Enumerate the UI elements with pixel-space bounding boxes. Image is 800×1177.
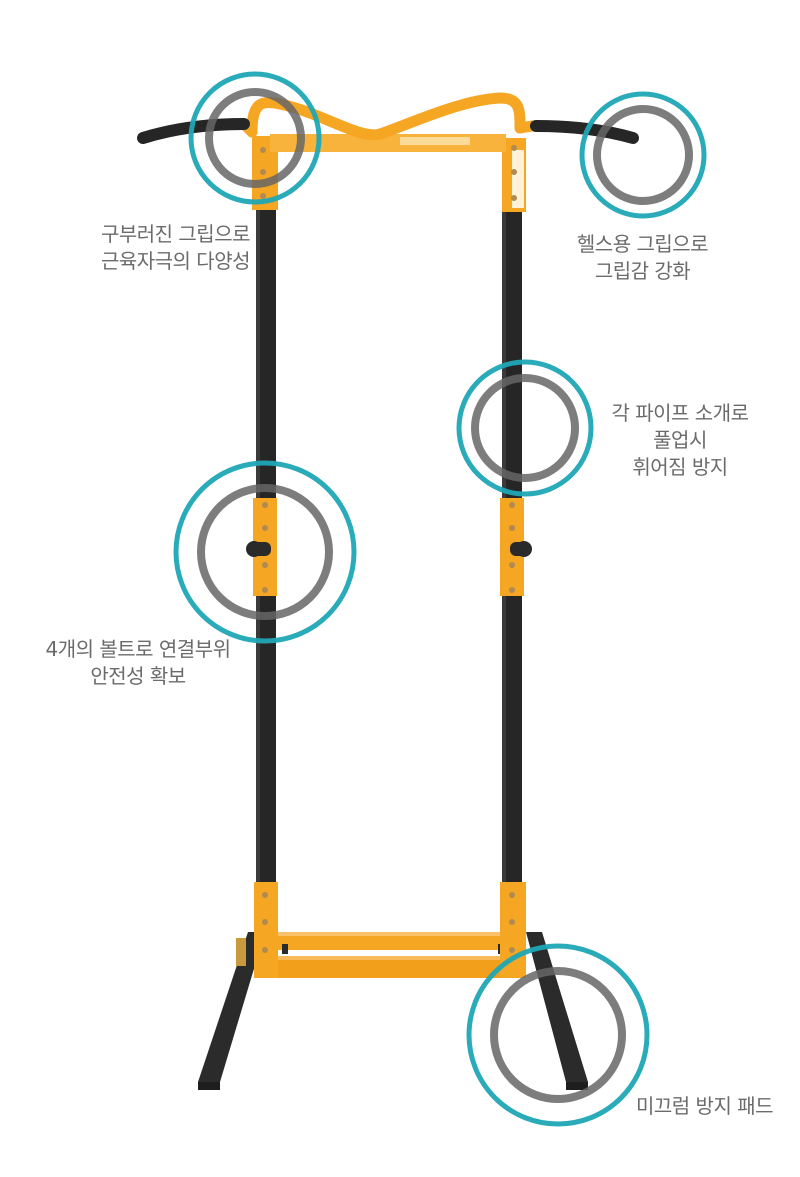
callout-pipe-bend: 각 파이프 소개로 풀업시 휘어짐 방지	[595, 400, 765, 481]
callout-line: 그립감 강화	[594, 259, 691, 283]
callout-line: 근육자극의 다양성	[100, 249, 251, 273]
callout-line: 안전성 확보	[90, 664, 186, 688]
right-post	[500, 138, 532, 978]
highlight-circle-pipe-bend	[456, 359, 594, 497]
callout-anti-slip: 미끄럼 방지 패드	[636, 1093, 796, 1120]
left-post	[246, 136, 278, 978]
callout-line: 각 파이프 소개로	[611, 401, 749, 425]
callout-bolt-safety: 4개의 볼트로 연결부위 안전성 확보	[22, 636, 254, 690]
callout-curved-grip: 구부러진 그립으로 근육자극의 다양성	[60, 221, 251, 275]
callout-line: 미끄럼 방지 패드	[636, 1094, 774, 1118]
highlight-circle-curved-grip	[188, 71, 322, 205]
callout-line: 헬스용 그립으로	[576, 232, 709, 256]
highlight-circle-fitness-grip	[579, 91, 707, 219]
right-foot	[526, 932, 588, 1090]
callout-fitness-grip: 헬스용 그립으로 그립감 강화	[545, 231, 740, 285]
highlight-circle-bolt-safety	[173, 460, 357, 644]
left-foot	[198, 932, 265, 1090]
callout-line: 구부러진 그립으로	[100, 222, 251, 246]
callout-line: 4개의 볼트로 연결부위	[45, 637, 231, 661]
highlight-circle-anti-slip	[466, 943, 650, 1127]
top-crossbar	[270, 134, 506, 152]
callout-line: 풀업시	[653, 428, 707, 452]
base-frame	[275, 932, 525, 978]
callout-line: 휘어짐 방지	[632, 455, 728, 479]
